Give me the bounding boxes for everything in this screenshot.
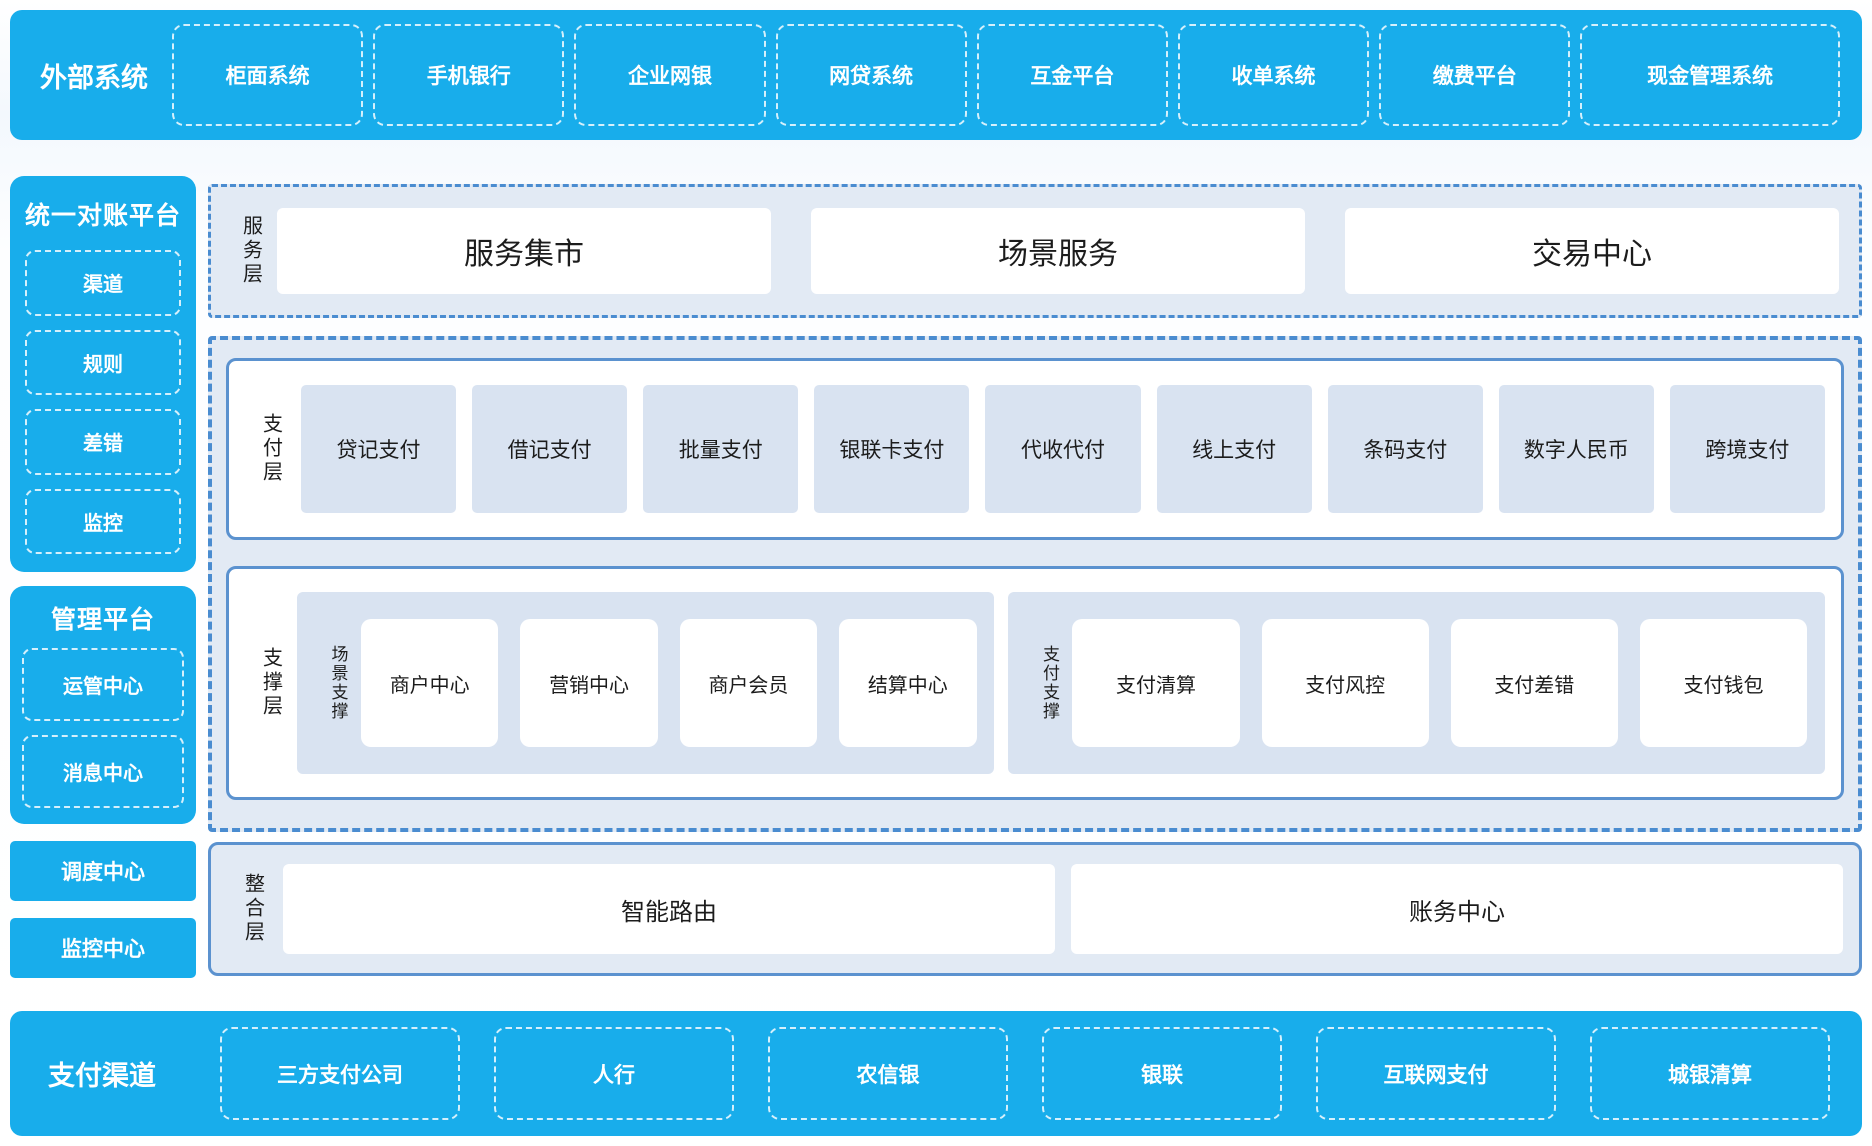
main-layers: 服务层 服务集市场景服务交易中心 支付层 贷记支付借记支付批量支付银联卡支付代收… (208, 166, 1862, 1011)
scene-support-item: 结算中心 (839, 619, 977, 748)
payment-channel-item: 城银清算 (1590, 1027, 1830, 1120)
payment-item: 借记支付 (472, 385, 628, 514)
payment-channel-item: 银联 (1042, 1027, 1282, 1120)
payment-support-panel: 支付支撑 支付清算支付风控支付差错支付钱包 (1008, 592, 1825, 775)
payment-item: 线上支付 (1156, 385, 1312, 514)
integration-item: 智能路由 (283, 864, 1055, 954)
external-systems-label: 外部系统 (40, 62, 148, 93)
external-system-item: 互金平台 (976, 24, 1168, 126)
left-sidebar: 统一对账平台 渠道规则差错监控 管理平台 运管中心消息中心 调度中心监控中心 (10, 166, 196, 1011)
external-system-item: 缴费平台 (1379, 24, 1571, 126)
payment-support-label: 支付支撑 (1039, 645, 1059, 722)
payment-support-item: 支付差错 (1450, 619, 1618, 748)
management-platform-panel: 管理平台 运管中心消息中心 (10, 586, 196, 824)
reconciliation-platform-title: 统一对账平台 (25, 202, 182, 230)
scene-support-item: 营销中心 (520, 619, 658, 748)
external-system-item: 收单系统 (1177, 24, 1370, 126)
reconciliation-item: 监控 (25, 488, 181, 554)
reconciliation-platform-panel: 统一对账平台 渠道规则差错监控 (10, 176, 196, 572)
support-layer: 支撑层 场景支撑 商户中心营销中心商户会员结算中心 支付支撑 支付清算支付风控支… (226, 566, 1844, 800)
payment-item: 跨境支付 (1669, 385, 1825, 514)
scene-support-boxes: 商户中心营销中心商户会员结算中心 (361, 619, 977, 748)
integration-layer-label: 整合层 (241, 873, 264, 945)
payment-item: 代收代付 (985, 385, 1141, 514)
payment-layer-label: 支付层 (259, 413, 282, 486)
integration-layer-boxes: 智能路由账务中心 (283, 864, 1843, 954)
external-system-item: 手机银行 (373, 24, 565, 126)
payment-item: 数字人民币 (1498, 385, 1654, 514)
payment-support-item: 支付钱包 (1639, 619, 1808, 748)
payment-support-boxes: 支付清算支付风控支付差错支付钱包 (1072, 619, 1808, 748)
payment-channel-item: 三方支付公司 (220, 1027, 460, 1120)
reconciliation-items: 渠道规则差错监控 (25, 250, 181, 554)
service-layer-boxes: 服务集市场景服务交易中心 (277, 208, 1839, 294)
scene-support-panel: 场景支撑 商户中心营销中心商户会员结算中心 (297, 592, 995, 775)
external-system-item: 现金管理系统 (1580, 24, 1840, 126)
management-items: 运管中心消息中心 (22, 648, 184, 808)
sidebar-center-box: 调度中心 (10, 841, 196, 901)
middle-region: 统一对账平台 渠道规则差错监控 管理平台 运管中心消息中心 调度中心监控中心 服… (10, 166, 1862, 1011)
payment-support-item: 支付清算 (1072, 619, 1240, 748)
external-system-item: 企业网银 (574, 24, 766, 126)
sidebar-center-box: 监控中心 (10, 918, 196, 978)
payment-channel-item: 农信银 (768, 1027, 1008, 1120)
payment-item: 批量支付 (643, 385, 799, 514)
payment-channel-item: 互联网支付 (1316, 1027, 1556, 1120)
external-system-item: 柜面系统 (172, 24, 364, 126)
service-item: 服务集市 (277, 208, 771, 294)
payment-channels-items: 三方支付公司人行农信银银联互联网支付城银清算 (220, 1027, 1830, 1120)
reconciliation-item: 差错 (25, 409, 181, 475)
payment-layer-items: 贷记支付借记支付批量支付银联卡支付代收代付线上支付条码支付数字人民币跨境支付 (301, 385, 1825, 514)
scene-support-label: 场景支撑 (328, 645, 348, 722)
service-item: 交易中心 (1345, 208, 1839, 294)
management-item: 消息中心 (22, 735, 184, 808)
payment-item: 条码支付 (1327, 385, 1483, 514)
support-layer-label: 支撑层 (259, 647, 282, 720)
integration-layer: 整合层 智能路由账务中心 (208, 842, 1862, 976)
payment-item: 贷记支付 (301, 385, 457, 514)
reconciliation-item: 规则 (25, 329, 181, 395)
service-layer: 服务层 服务集市场景服务交易中心 (208, 184, 1862, 318)
external-systems-bar: 外部系统 柜面系统手机银行企业网银网贷系统互金平台收单系统缴费平台现金管理系统 (10, 10, 1862, 140)
payment-support-wrap: 支付层 贷记支付借记支付批量支付银联卡支付代收代付线上支付条码支付数字人民币跨境… (208, 336, 1862, 832)
management-platform-title: 管理平台 (50, 606, 155, 634)
payment-channel-item: 人行 (494, 1027, 734, 1120)
external-systems-items: 柜面系统手机银行企业网银网贷系统互金平台收单系统缴费平台现金管理系统 (172, 24, 1840, 126)
external-system-item: 网贷系统 (775, 24, 967, 126)
service-layer-label: 服务层 (239, 215, 262, 287)
scene-support-item: 商户会员 (679, 619, 818, 748)
scene-support-item: 商户中心 (361, 619, 499, 748)
payment-layer: 支付层 贷记支付借记支付批量支付银联卡支付代收代付线上支付条码支付数字人民币跨境… (226, 358, 1844, 541)
reconciliation-item: 渠道 (25, 250, 181, 316)
support-layer-panels: 场景支撑 商户中心营销中心商户会员结算中心 支付支撑 支付清算支付风控支付差错支… (297, 592, 1825, 775)
payment-support-item: 支付风控 (1261, 619, 1429, 748)
payment-channels-label: 支付渠道 (48, 1061, 156, 1091)
payment-item: 银联卡支付 (814, 385, 970, 514)
service-item: 场景服务 (811, 208, 1305, 294)
management-item: 运管中心 (22, 648, 184, 721)
payment-channels-bar: 支付渠道 三方支付公司人行农信银银联互联网支付城银清算 (10, 1011, 1862, 1136)
integration-item: 账务中心 (1071, 864, 1843, 954)
